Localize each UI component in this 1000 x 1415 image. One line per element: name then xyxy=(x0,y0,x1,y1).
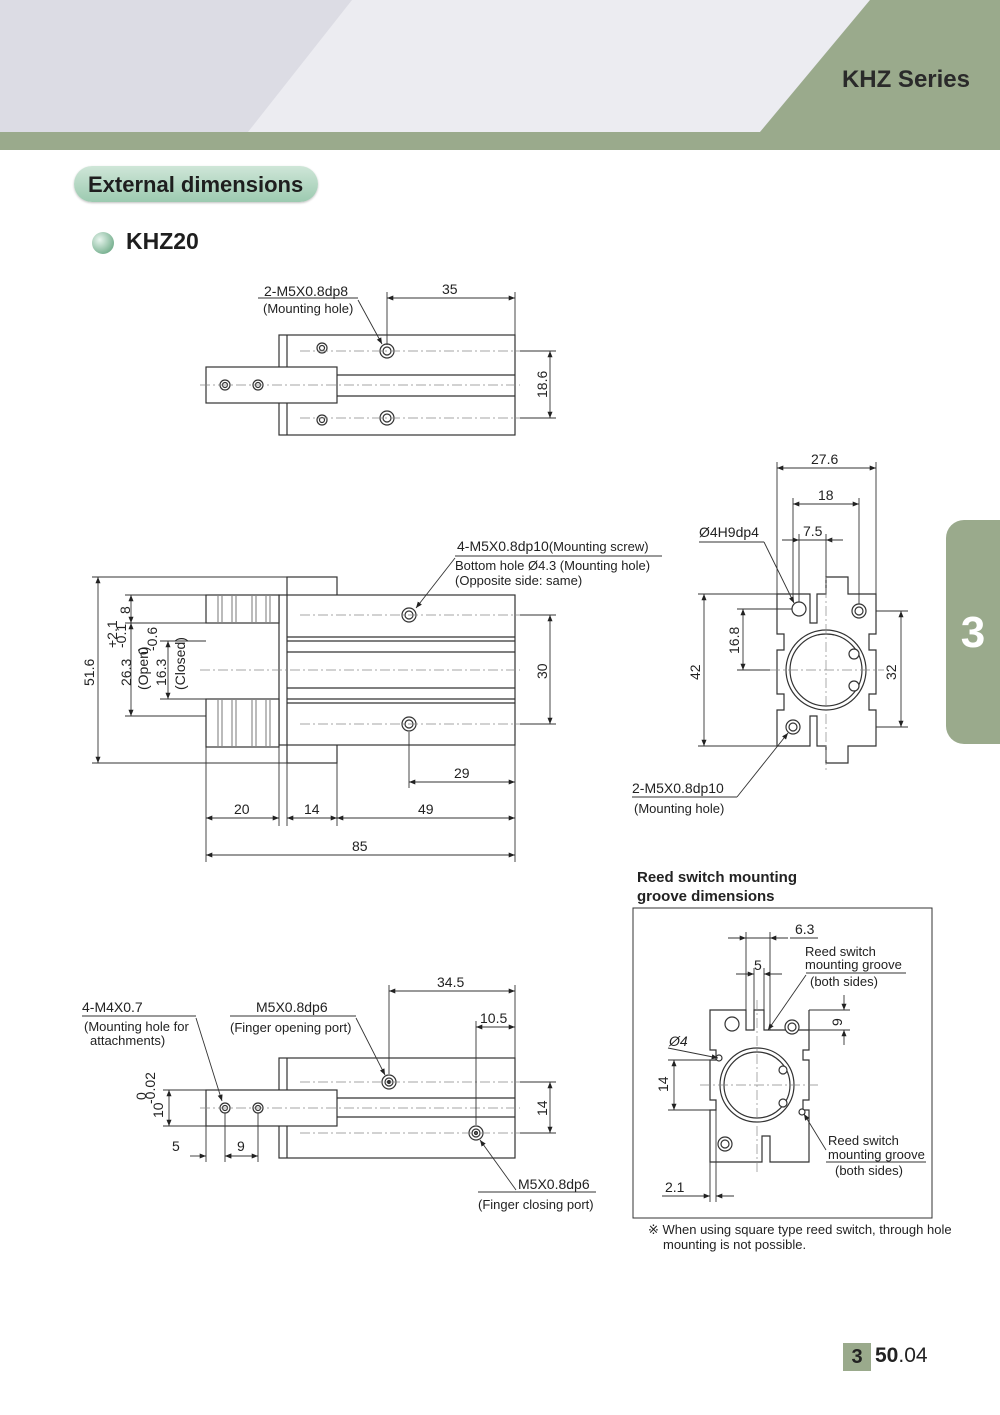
end-view xyxy=(770,570,884,770)
section-pill: External dimensions xyxy=(74,166,318,202)
dim-14: 14 xyxy=(304,801,320,817)
dim-8: 8 xyxy=(117,606,133,614)
close-port-label: M5X0.8dp6 xyxy=(518,1176,590,1192)
reed-groove-label-2: mounting groove xyxy=(805,957,902,972)
end-view-dimensions xyxy=(632,462,908,798)
dim-18: 18 xyxy=(818,487,834,503)
reed-groove-label-2b: mounting groove xyxy=(828,1147,925,1162)
dim-closed-tol: -0.6 xyxy=(144,627,160,651)
dim-open-tol-upper: +2.1 xyxy=(104,620,120,648)
page-number-text: 50.04 xyxy=(875,1344,928,1368)
dim-42: 42 xyxy=(687,664,703,680)
top-mount-sub: (Mounting hole) xyxy=(263,301,353,316)
reed-note-2: mounting is not possible. xyxy=(663,1237,806,1252)
dim-20: 20 xyxy=(234,801,250,817)
dim-49: 49 xyxy=(418,801,434,817)
screw-label-code: 4-M5X0.8dp10 xyxy=(457,538,549,554)
top-mount-label: 2-M5X0.8dp8 xyxy=(264,283,348,299)
page-header-band xyxy=(0,0,1000,150)
reed-groove-sub-b: (both sides) xyxy=(835,1163,903,1178)
dim-open-value: 26.3 xyxy=(118,659,134,686)
end-mount-label: 2-M5X0.8dp10 xyxy=(632,780,724,796)
reed-dim-5: 5 xyxy=(754,957,762,973)
dim-7-5: 7.5 xyxy=(803,523,823,539)
dim-34-5: 34.5 xyxy=(437,974,464,990)
bottom-view-dimensions xyxy=(82,985,596,1193)
reed-dim-9: 9 xyxy=(829,1018,845,1026)
reed-groove-label-1b: Reed switch xyxy=(828,1133,899,1148)
chapter-tab[interactable]: 3 xyxy=(946,520,1000,744)
reed-note-1: ※ When using square type reed switch, th… xyxy=(648,1222,952,1237)
finger-opening-port xyxy=(381,1074,397,1090)
attach-label: 4-M4X0.7 xyxy=(82,999,143,1015)
reed-dim-diam4: Ø4 xyxy=(668,1033,688,1049)
open-port-sub: (Finger opening port) xyxy=(230,1020,351,1035)
attach-sub1: (Mounting hole for xyxy=(84,1019,189,1034)
dim-10-5: 10.5 xyxy=(480,1010,507,1026)
dim-27-6: 27.6 xyxy=(811,451,838,467)
reed-dim-2-1: 2.1 xyxy=(665,1179,685,1195)
dim-9-bottom: 9 xyxy=(237,1138,245,1154)
pin-hole xyxy=(791,601,807,617)
series-title: KHZ Series xyxy=(841,66,970,93)
dim-10-tol-upper: 0 xyxy=(133,1092,149,1100)
dim-10-tol-lower: -0.02 xyxy=(142,1072,158,1104)
page-number-sub: .04 xyxy=(898,1344,928,1367)
dim-open-tol-lower: -0.1 xyxy=(113,624,129,648)
top-view xyxy=(200,334,520,436)
dim-16-8: 16.8 xyxy=(726,627,742,654)
reed-dim-14: 14 xyxy=(655,1076,671,1092)
bottom-view xyxy=(200,1057,520,1159)
dim-open-sub: (Open) xyxy=(135,646,151,690)
front-view-dimensions xyxy=(92,555,662,862)
model-name: KHZ20 xyxy=(126,228,199,254)
dim-open-zero: 0 xyxy=(135,647,151,655)
reed-title-2: groove dimensions xyxy=(637,888,775,905)
screw-label: 4-M5X0.8dp10(Mounting screw) xyxy=(457,538,649,554)
chapter-tab-label: 3 xyxy=(960,608,986,657)
open-port-label: M5X0.8dp6 xyxy=(256,999,328,1015)
dim-29: 29 xyxy=(454,765,470,781)
dim-32: 32 xyxy=(883,664,899,680)
reed-groove-sub: (both sides) xyxy=(810,974,878,989)
dim-35: 35 xyxy=(442,281,458,297)
dim-85: 85 xyxy=(352,838,368,854)
dim-closed-value: 16.3 xyxy=(153,659,169,686)
section-title: External dimensions xyxy=(88,172,304,197)
dim-51-6: 51.6 xyxy=(81,659,97,686)
dim-18-6: 18.6 xyxy=(534,371,550,398)
reed-detail-view xyxy=(700,1000,818,1172)
reed-title-1: Reed switch mounting xyxy=(637,869,797,886)
dim-10: 10 xyxy=(150,1102,166,1118)
screw-label-paren: (Mounting screw) xyxy=(549,539,649,554)
reed-groove-label-1: Reed switch xyxy=(805,944,876,959)
front-view xyxy=(200,576,520,764)
reed-detail-dimensions xyxy=(662,932,926,1202)
page-chapter-badge: 3 xyxy=(843,1343,871,1371)
top-view-dimensions xyxy=(258,292,556,419)
dim-14-bottom: 14 xyxy=(534,1100,550,1116)
dim-closed-sub: (Closed) xyxy=(172,637,188,690)
end-hole-label: Ø4H9dp4 xyxy=(699,524,759,540)
screw-sub1: Bottom hole Ø4.3 (Mounting hole) xyxy=(455,558,650,573)
end-mount-sub: (Mounting hole) xyxy=(634,801,724,816)
bullet-icon xyxy=(92,232,114,254)
attach-sub2: attachments) xyxy=(90,1033,165,1048)
dim-5-bottom: 5 xyxy=(172,1138,180,1154)
reed-dim-6-3: 6.3 xyxy=(795,921,815,937)
screw-sub2: (Opposite side: same) xyxy=(455,573,582,588)
dim-30: 30 xyxy=(534,663,550,679)
close-port-sub: (Finger closing port) xyxy=(478,1197,594,1212)
page-number-main: 50 xyxy=(875,1344,899,1367)
